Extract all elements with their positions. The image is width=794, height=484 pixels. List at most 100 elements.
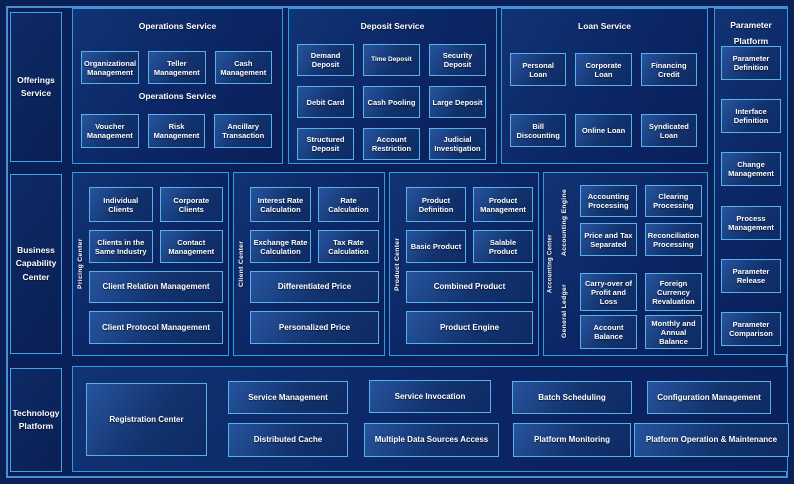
product-center-grid: Product Definition Product Management Ba… [406, 187, 533, 344]
distributed-cache-box: Distributed Cache [228, 423, 348, 457]
product-center-vlabel: Product Center [394, 237, 401, 291]
teller-management-box: Teller Management [148, 51, 206, 84]
product-center-panel: Product Center Product Definition Produc… [389, 172, 539, 356]
operations-service-panel: Operations Service Organizational Manage… [72, 8, 283, 164]
parameter-platform-items: Parameter Definition Interface Definitio… [721, 46, 781, 346]
price-and-tax-separated-box: Price and Tax Separated [580, 223, 637, 256]
general-ledger-vlabel: General Ledger [561, 283, 568, 339]
client-center-grid: Interest Rate Calculation Rate Calculati… [250, 187, 379, 344]
structured-deposit-box: Structured Deposit [297, 128, 354, 160]
operations-service-watermark: Operations Service [138, 91, 217, 101]
loan-row-2: Bill Discounting Online Loan Syndicated … [510, 114, 697, 147]
pricing-center-panel: Pricing Center Individual Clients Corpor… [72, 172, 229, 356]
client-center-panel: Client Center Interest Rate Calculation … [233, 172, 385, 356]
debit-card-box: Debit Card [297, 86, 354, 118]
ancillary-transaction-box: Ancillary Transaction [214, 114, 272, 148]
corporate-loan-box: Corporate Loan [575, 53, 632, 86]
pricing-center-grid: Individual Clients Corporate Clients Cli… [89, 187, 223, 344]
foreign-currency-revaluation-box: Foreign Currency Revaluation [645, 273, 702, 311]
account-restriction-box: Account Restriction [363, 128, 420, 160]
deposit-row-3: Structured Deposit Account Restriction J… [297, 128, 486, 160]
online-loan-box: Online Loan [575, 114, 632, 147]
interface-definition-box: Interface Definition [721, 99, 781, 134]
reconciliation-processing-box: Reconciliation Processing [644, 223, 702, 256]
exchange-rate-calculation-box: Exchange Rate Calculation [250, 230, 311, 263]
registration-center-box: Registration Center [86, 383, 207, 456]
basic-product-box: Basic Product [406, 230, 466, 263]
demand-deposit-box: Demand Deposit [297, 44, 354, 76]
organizational-management-box: Organizational Management [81, 51, 140, 84]
parameter-definition-box: Parameter Definition [721, 46, 781, 80]
offerings-service-label: Offerings Service [10, 12, 62, 162]
accounting-center-panel: Accounting Center Accounting Engine Gene… [543, 172, 708, 356]
business-capability-center-label: Business Capability Center [10, 174, 62, 354]
combined-product-box: Combined Product [406, 271, 533, 303]
salable-product-box: Salable Product [473, 230, 533, 263]
deposit-row-2: Debit Card Cash Pooling Large Deposit [297, 86, 486, 118]
risk-management-box: Risk Management [147, 114, 206, 148]
loan-service-title: Loan Service [578, 21, 631, 31]
client-relation-management-box: Client Relation Management [89, 271, 223, 303]
operations-row-1: Organizational Management Teller Managem… [81, 51, 272, 84]
voucher-management-box: Voucher Management [81, 114, 139, 148]
parameter-platform-title: Parameter Platform [715, 17, 787, 49]
parameter-comparison-box: Parameter Comparison [721, 311, 781, 346]
product-definition-box: Product Definition [406, 187, 466, 222]
financing-credit-box: Financing Credit [640, 53, 697, 86]
rate-calculation-box: Rate Calculation [318, 187, 379, 222]
multiple-data-sources-access-box: Multiple Data Sources Access [364, 423, 499, 457]
differentiated-price-box: Differentiated Price [250, 271, 379, 303]
individual-clients-box: Individual Clients [89, 187, 153, 222]
technology-platform-panel: Registration Center Service Management D… [72, 366, 789, 472]
account-balance-box: Account Balance [580, 315, 637, 349]
loan-row-1: Personal Loan Corporate Loan Financing C… [510, 53, 697, 86]
platform-operation-maintenance-box: Platform Operation & Maintenance [634, 423, 789, 457]
product-management-box: Product Management [473, 187, 533, 222]
deposit-service-panel: Deposit Service Demand Deposit Time Depo… [288, 8, 497, 164]
parameter-release-box: Parameter Release [721, 258, 781, 293]
platform-monitoring-box: Platform Monitoring [513, 423, 631, 457]
corporate-clients-box: Corporate Clients [159, 187, 223, 222]
client-protocol-management-box: Client Protocol Management [89, 311, 223, 344]
bill-discounting-box: Bill Discounting [510, 114, 567, 147]
large-deposit-box: Large Deposit [429, 86, 486, 118]
configuration-management-box: Configuration Management [647, 381, 771, 414]
personal-loan-box: Personal Loan [510, 53, 567, 86]
operations-service-title: Operations Service [138, 21, 217, 31]
client-center-vlabel: Client Center [238, 240, 245, 288]
security-deposit-box: Security Deposit [429, 44, 486, 76]
deposit-row-1: Demand Deposit Time Deposit Security Dep… [297, 44, 486, 76]
syndicated-loan-box: Syndicated Loan [640, 114, 697, 147]
parameter-platform-panel: Parameter Platform Parameter Definition … [714, 8, 788, 355]
batch-scheduling-box: Batch Scheduling [512, 381, 632, 414]
accounting-engine-vlabel: Accounting Engine [561, 188, 568, 256]
parameter-platform-title-line2: Platform [733, 36, 769, 47]
clearing-processing-box: Clearing Processing [644, 185, 702, 217]
accounting-engine-grid: Accounting Processing Clearing Processin… [580, 185, 702, 256]
service-invocation-box: Service Invocation [369, 380, 491, 413]
deposit-service-title: Deposit Service [360, 21, 425, 31]
personalized-price-box: Personalized Price [250, 311, 379, 344]
cash-pooling-box: Cash Pooling [363, 86, 420, 118]
accounting-center-vlabel: Accounting Center [547, 234, 554, 294]
parameter-platform-title-line1: Parameter [730, 20, 772, 30]
clients-same-industry-box: Clients in the Same Industry [89, 230, 153, 263]
technology-platform-label: Technology Platform [10, 368, 62, 472]
interest-rate-calculation-box: Interest Rate Calculation [250, 187, 311, 222]
tax-rate-calculation-box: Tax Rate Calculation [318, 230, 379, 263]
pricing-center-vlabel: Pricing Center [77, 238, 84, 290]
operations-row-2: Voucher Management Risk Management Ancil… [81, 114, 272, 148]
product-engine-box: Product Engine [406, 311, 533, 344]
accounting-processing-box: Accounting Processing [580, 185, 637, 217]
monthly-annual-balance-box: Monthly and Annual Balance [645, 315, 702, 349]
cash-management-box: Cash Management [214, 51, 272, 84]
carry-over-profit-loss-box: Carry-over of Profit and Loss [580, 273, 637, 311]
general-ledger-grid: Carry-over of Profit and Loss Foreign Cu… [580, 273, 702, 349]
contact-management-box: Contact Management [159, 230, 223, 263]
service-management-box: Service Management [228, 381, 348, 414]
change-management-box: Change Management [721, 152, 781, 187]
time-deposit-box: Time Deposit [363, 44, 420, 76]
loan-service-panel: Loan Service Personal Loan Corporate Loa… [501, 8, 708, 164]
process-management-box: Process Management [721, 205, 781, 240]
judicial-investigation-box: Judicial Investigation [429, 128, 486, 160]
